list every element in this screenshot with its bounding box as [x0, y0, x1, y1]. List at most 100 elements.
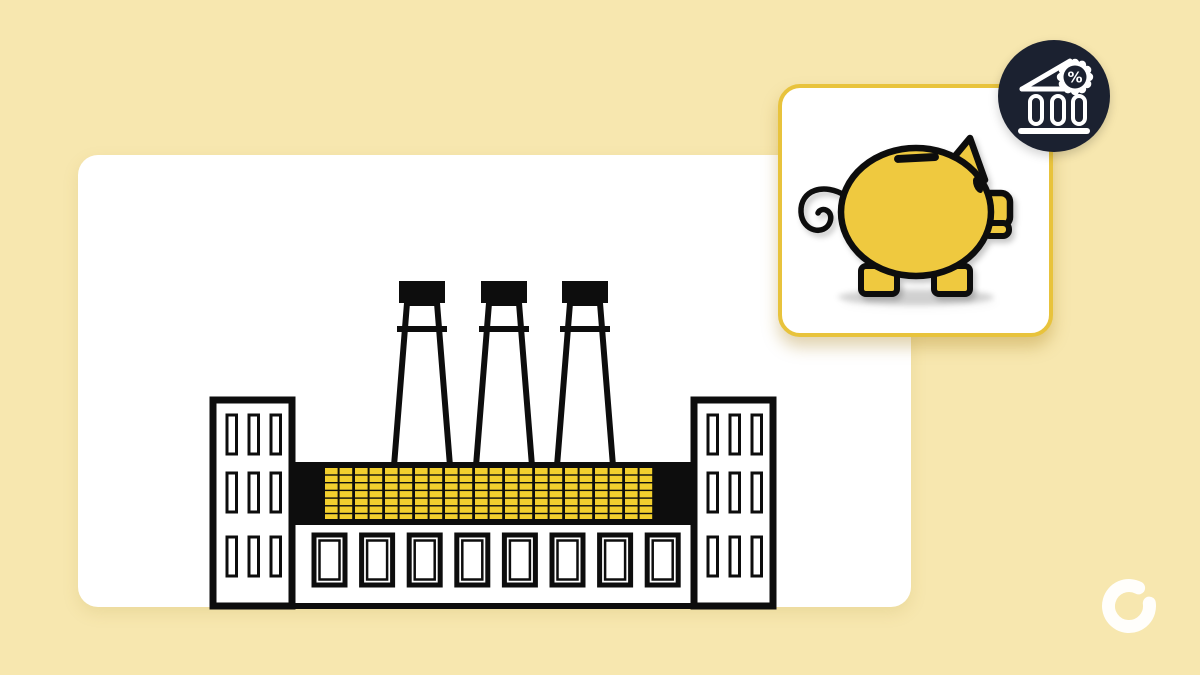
yellow-window: [489, 514, 503, 521]
yellow-window: [519, 483, 533, 490]
yellow-window: [535, 506, 548, 513]
piggy-bank-icon: [798, 134, 1014, 305]
tower-window: [706, 413, 719, 456]
tower-window: [225, 471, 238, 514]
bank-base: [1018, 128, 1090, 134]
yellow-window: [385, 506, 398, 513]
tower-window: [247, 413, 260, 456]
yellow-window: [385, 475, 398, 482]
chimney-band: [479, 326, 529, 332]
tower-window: [706, 535, 719, 578]
yellow-window: [595, 468, 608, 475]
yellow-window: [625, 468, 638, 475]
yellow-window: [339, 468, 353, 475]
yellow-window: [459, 514, 473, 521]
tower-window: [247, 471, 260, 514]
yellow-window: [429, 468, 443, 475]
yellow-window: [325, 475, 338, 482]
door-window-inner: [603, 539, 627, 581]
yellow-window: [565, 468, 578, 475]
yellow-window: [429, 483, 443, 490]
yellow-window: [595, 483, 608, 490]
yellow-window: [535, 491, 548, 498]
yellow-window: [355, 514, 368, 521]
yellow-window: [595, 498, 608, 506]
yellow-window: [625, 498, 638, 506]
pig-tail: [798, 186, 849, 233]
yellow-window: [385, 468, 398, 475]
yellow-window: [595, 491, 608, 498]
factory-door-windows: [311, 532, 681, 588]
yellow-window: [369, 468, 383, 475]
yellow-window: [475, 491, 488, 498]
yellow-window: [475, 468, 488, 475]
yellow-window: [385, 514, 398, 521]
yellow-window: [549, 498, 563, 506]
yellow-window: [579, 506, 593, 513]
percent-label: %: [1067, 69, 1082, 87]
yellow-window: [609, 483, 623, 490]
yellow-window: [369, 475, 383, 482]
yellow-window: [369, 491, 383, 498]
yellow-window: [325, 506, 338, 513]
yellow-window: [445, 468, 458, 475]
tower-window: [728, 471, 741, 514]
yellow-window: [549, 468, 563, 475]
bank-column: [1071, 94, 1087, 126]
yellow-window: [369, 498, 383, 506]
yellow-window: [325, 468, 338, 475]
yellow-window: [505, 498, 518, 506]
yellow-window: [445, 498, 458, 506]
yellow-window: [579, 514, 593, 521]
door-window-inner: [461, 539, 484, 581]
factory-yellow-windows: [325, 468, 653, 521]
yellow-window: [535, 468, 548, 475]
yellow-window: [459, 475, 473, 482]
yellow-window: [609, 498, 623, 506]
chimney-cap: [481, 281, 527, 303]
yellow-window: [339, 475, 353, 482]
bank-icon: %: [1018, 58, 1094, 134]
yellow-window: [399, 468, 413, 475]
door-window-inner: [365, 539, 389, 581]
factory-chimneys: [390, 281, 617, 469]
chimney-band: [397, 326, 447, 332]
coin-slot: [894, 153, 939, 163]
yellow-window: [399, 491, 413, 498]
yellow-window: [595, 506, 608, 513]
yellow-window: [505, 514, 518, 521]
yellow-window: [535, 475, 548, 482]
yellow-window: [339, 483, 353, 490]
yellow-window: [399, 483, 413, 490]
yellow-window: [415, 475, 428, 482]
yellow-window: [339, 491, 353, 498]
yellow-window: [429, 514, 443, 521]
tower-window: [706, 471, 719, 514]
pig-body: [837, 144, 995, 280]
tower-window: [750, 413, 763, 456]
factory-illustration: [209, 281, 777, 610]
yellow-window: [505, 483, 518, 490]
yellow-window: [355, 483, 368, 490]
yellow-window: [625, 483, 638, 490]
yellow-window: [489, 506, 503, 513]
pig-eye: [972, 176, 984, 194]
tower-window: [225, 413, 238, 456]
yellow-window: [445, 506, 458, 513]
yellow-window: [579, 468, 593, 475]
yellow-window: [565, 498, 578, 506]
yellow-window: [325, 498, 338, 506]
yellow-window: [565, 514, 578, 521]
yellow-window: [639, 475, 653, 482]
yellow-window: [385, 498, 398, 506]
tower-window: [750, 535, 763, 578]
yellow-window: [625, 475, 638, 482]
yellow-window: [565, 506, 578, 513]
yellow-window: [355, 506, 368, 513]
yellow-window: [355, 498, 368, 506]
yellow-window: [429, 506, 443, 513]
tower-window: [728, 535, 741, 578]
yellow-window: [639, 468, 653, 475]
yellow-window: [355, 491, 368, 498]
yellow-window: [535, 514, 548, 521]
